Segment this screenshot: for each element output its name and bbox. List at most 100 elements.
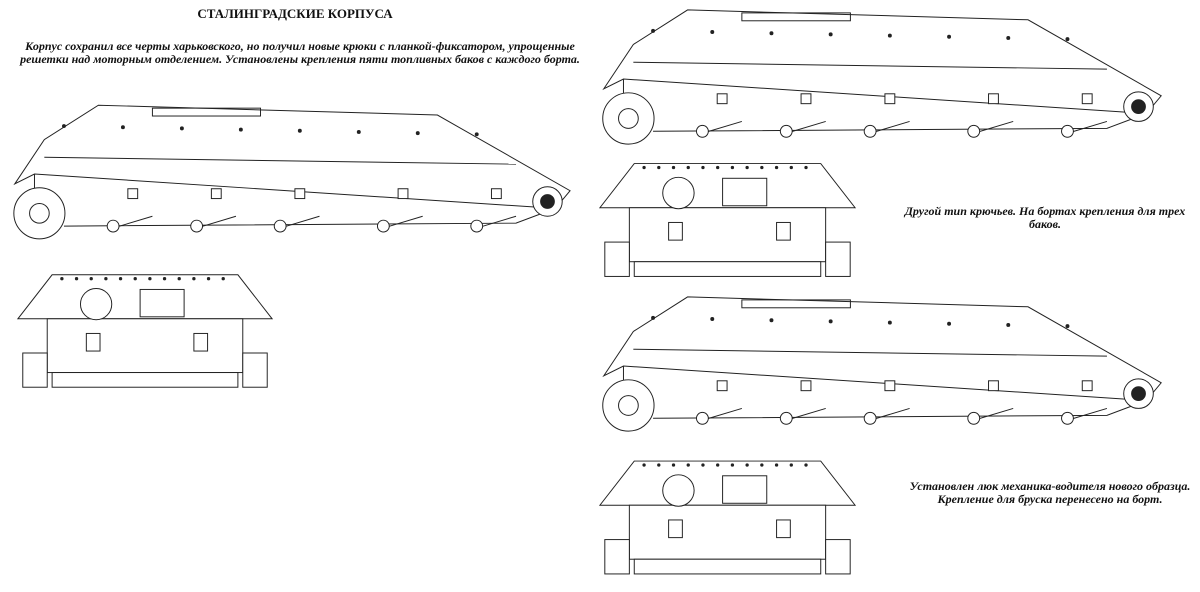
rivet bbox=[947, 34, 952, 39]
rivet bbox=[148, 277, 152, 281]
rivet bbox=[118, 277, 123, 281]
driver-hatch bbox=[722, 177, 768, 207]
rivet bbox=[887, 33, 892, 38]
road-wheel-hub bbox=[779, 411, 793, 425]
rivet bbox=[671, 463, 676, 467]
tow-hook-left bbox=[668, 221, 683, 241]
rivet bbox=[133, 277, 137, 281]
suspension-arm bbox=[280, 215, 320, 229]
rivet bbox=[730, 463, 735, 467]
rivet bbox=[828, 319, 833, 324]
rivet bbox=[947, 321, 952, 326]
suspension-arm bbox=[786, 120, 826, 134]
engine-grille bbox=[151, 107, 262, 117]
rivet bbox=[701, 463, 705, 467]
hull-side-view-1 bbox=[13, 104, 571, 240]
suspension-arm bbox=[1067, 120, 1108, 134]
fuel-tank-bracket bbox=[1081, 380, 1093, 392]
road-wheel-hub bbox=[779, 124, 793, 138]
hatch bbox=[662, 176, 695, 210]
lower-hull bbox=[628, 207, 827, 263]
sprocket-hub bbox=[540, 194, 555, 209]
rivet bbox=[1065, 37, 1070, 42]
rivet bbox=[701, 165, 705, 170]
tow-hook-right bbox=[193, 332, 209, 352]
rivet bbox=[62, 124, 66, 129]
suspension-arm bbox=[869, 120, 910, 134]
idler-wheel bbox=[13, 187, 66, 240]
hull-front-view-1 bbox=[16, 274, 274, 388]
fuel-tank-bracket bbox=[988, 93, 999, 105]
rivet bbox=[769, 31, 774, 36]
rivet bbox=[760, 463, 764, 467]
left-wheel bbox=[22, 352, 48, 388]
fuel-tank-bracket bbox=[884, 380, 896, 392]
rivet bbox=[192, 277, 196, 281]
rivet bbox=[651, 28, 656, 33]
suspension-arm bbox=[702, 120, 743, 134]
suspension-arm bbox=[112, 215, 153, 229]
rivet bbox=[745, 165, 749, 170]
rivet bbox=[716, 165, 720, 170]
bottom-plate bbox=[633, 558, 822, 575]
driver-hatch bbox=[139, 288, 185, 318]
rivet bbox=[769, 318, 774, 323]
fuel-tank-bracket bbox=[294, 188, 306, 200]
bottom-plate bbox=[633, 261, 822, 277]
hull-front-view-2 bbox=[598, 163, 857, 277]
fender-line bbox=[633, 348, 1107, 357]
suspension-arm bbox=[196, 215, 237, 229]
fender-line bbox=[44, 156, 517, 165]
right-wheel bbox=[242, 352, 268, 388]
idler-hub bbox=[618, 395, 639, 416]
hull-outline bbox=[602, 9, 1162, 115]
rivet bbox=[74, 277, 79, 281]
driver-hatch bbox=[722, 475, 768, 504]
rivet bbox=[657, 463, 661, 467]
rivet bbox=[1006, 322, 1011, 327]
fuel-tank-bracket bbox=[210, 188, 222, 200]
rivet bbox=[887, 320, 892, 325]
fuel-tank-bracket bbox=[1081, 93, 1093, 105]
idler-hub bbox=[29, 202, 50, 224]
tow-hook-left bbox=[85, 332, 101, 352]
rivet bbox=[206, 277, 211, 281]
rivet bbox=[828, 32, 833, 37]
idler-wheel bbox=[602, 92, 655, 145]
rivet bbox=[671, 165, 676, 170]
road-wheel-hub bbox=[273, 219, 287, 233]
rivet bbox=[716, 463, 720, 467]
rivet bbox=[1065, 324, 1070, 329]
suspension-arm bbox=[973, 120, 1014, 134]
road-wheel-hub bbox=[1061, 411, 1074, 425]
rivet bbox=[60, 277, 64, 281]
road-wheel-hub bbox=[695, 411, 709, 425]
hatch-variant-caption: Установлен люк механика-водителя нового … bbox=[909, 479, 1191, 506]
fuel-tank-bracket bbox=[716, 93, 728, 105]
fuel-tank-bracket bbox=[397, 188, 409, 200]
bottom-plate bbox=[51, 372, 239, 388]
sprocket-hub bbox=[1131, 99, 1146, 115]
rivet bbox=[710, 30, 715, 35]
rivet bbox=[356, 129, 361, 134]
left-wheel bbox=[604, 539, 630, 575]
rivet bbox=[760, 165, 764, 170]
right-wheel bbox=[825, 539, 851, 575]
road-wheel-hub bbox=[470, 219, 484, 233]
suspension-arm bbox=[1067, 407, 1108, 421]
rivet bbox=[642, 165, 646, 170]
idler-wheel bbox=[602, 379, 655, 432]
road-wheel-hub bbox=[1061, 124, 1074, 138]
main-caption: Корпус сохранил все черты харьковского, … bbox=[20, 39, 580, 66]
hull-outline bbox=[13, 104, 571, 209]
fuel-tank-bracket bbox=[716, 380, 728, 392]
road-wheel-hub bbox=[695, 124, 709, 138]
rivet bbox=[804, 165, 808, 170]
fuel-tank-bracket bbox=[490, 188, 502, 200]
road-wheel-hub bbox=[376, 219, 390, 233]
engine-grille bbox=[741, 299, 851, 309]
fuel-tank-bracket bbox=[988, 380, 999, 392]
suspension-arm bbox=[702, 407, 743, 421]
hatch bbox=[79, 287, 113, 321]
rivet bbox=[804, 463, 808, 467]
